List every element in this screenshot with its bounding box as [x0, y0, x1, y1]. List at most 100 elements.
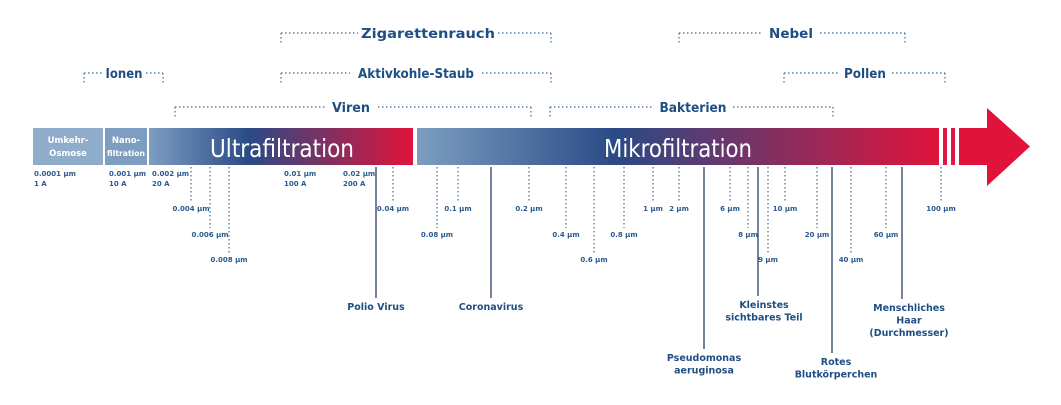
tick-label: 100 A	[284, 180, 307, 188]
size-tick: 0.6 μm	[580, 167, 608, 264]
size-tick: 60 μm	[874, 167, 899, 239]
particle-callout: Pseudomonas aeruginosa	[667, 167, 742, 377]
tick-label: 0.008 μm	[210, 256, 247, 264]
size-tick: 0.2 μm	[515, 167, 543, 213]
callout-label: aeruginosa	[674, 366, 734, 377]
size-tick: 100 μm	[926, 167, 956, 213]
size-tick: 0.4 μm	[552, 167, 580, 239]
size-tick: 8 μm	[738, 167, 758, 239]
tick-label: 0.004 μm	[172, 205, 209, 213]
tick-label: 0.1 μm	[444, 205, 471, 213]
particle-callout: Polio Virus	[347, 167, 405, 313]
callout-label: Rotes	[821, 357, 852, 368]
size-tick: 40 μm	[839, 167, 864, 264]
callout-label: Menschliches	[873, 303, 945, 314]
tick-label: 1 μm	[643, 205, 663, 213]
tick-label: 9 μm	[758, 256, 778, 264]
range-bracket: Ionen	[83, 66, 164, 85]
tick-label: 6 μm	[720, 205, 740, 213]
tick-label: 10 μm	[773, 205, 798, 213]
callout-label: (Durchmesser)	[869, 328, 948, 339]
size-tick: 0.008 μm	[210, 167, 248, 264]
tick-label: 0.0001 μm	[34, 170, 76, 178]
bar-ultrafiltration	[149, 128, 413, 165]
bar-umkehr-osmose	[33, 128, 103, 165]
size-tick: 1 μm	[643, 167, 663, 213]
size-tick: 0.8 μm	[610, 167, 638, 239]
callout-label: Pseudomonas	[667, 353, 742, 364]
range-bracket: Pollen	[783, 66, 946, 85]
size-tick: 0.006 μm	[191, 167, 229, 239]
size-tick: 6 μm	[720, 167, 740, 213]
particle-callout: Kleinstes sichtbares Teil	[725, 167, 803, 324]
tick-label: 0.006 μm	[191, 231, 228, 239]
tick-label: 20 μm	[805, 231, 830, 239]
tick-label: 40 μm	[839, 256, 864, 264]
tick-label: 0.4 μm	[552, 231, 579, 239]
tick-label: 10 A	[109, 180, 127, 188]
tick-label: 100 μm	[926, 205, 956, 213]
bar-stripe	[959, 128, 987, 165]
range-label: Bakterien	[660, 100, 727, 116]
size-tick: 0.01 μm 100 A	[284, 170, 316, 188]
tick-label: 0.6 μm	[580, 256, 607, 264]
callout-label: Haar	[896, 316, 922, 327]
size-tick: 20 μm	[805, 167, 830, 239]
size-tick: 0.02 μm 200 A	[343, 170, 375, 188]
callout-label: Polio Virus	[347, 302, 405, 313]
tick-label: 0.001 μm	[109, 170, 146, 178]
bar-arrow-head	[987, 108, 1030, 186]
callout-label: sichtbares Teil	[725, 313, 802, 324]
callout-label: Blutkörperchen	[795, 370, 878, 381]
size-tick: 9 μm	[758, 167, 778, 264]
particle-callout: Coronavirus	[459, 167, 524, 313]
range-bracket: Bakterien	[549, 100, 834, 119]
size-tick: 2 μm	[669, 167, 689, 213]
range-label: Aktivkohle-Staub	[358, 66, 474, 82]
bar-stripe	[943, 128, 947, 165]
tick-label: 0.002 μm	[152, 170, 189, 178]
segment-ultrafiltration: Ultrafiltration	[210, 134, 354, 163]
range-bracket: Aktivkohle-Staub	[280, 66, 552, 85]
size-tick: 0.001 μm 10 A	[109, 170, 146, 188]
size-tick: 0.1 μm	[444, 167, 472, 213]
callout-label: Coronavirus	[459, 302, 524, 313]
size-tick: 0.08 μm	[421, 167, 453, 239]
tick-label: 0.2 μm	[515, 205, 542, 213]
tick-label: 1 A	[34, 180, 47, 188]
range-bracket: Nebel	[678, 26, 906, 45]
bar-mikrofiltration	[417, 128, 939, 165]
size-tick: 0.004 μm	[172, 167, 210, 213]
segment-umkehr-line1: Umkehr-	[48, 136, 89, 146]
range-label: Viren	[332, 100, 370, 116]
range-label: Zigarettenrauch	[361, 26, 495, 42]
size-tick: 0.0001 μm 1 A	[34, 170, 76, 188]
tick-label: 60 μm	[874, 231, 899, 239]
tick-label: 2 μm	[669, 205, 689, 213]
range-label: Pollen	[844, 66, 886, 82]
tick-label: 0.8 μm	[610, 231, 637, 239]
tick-label: 0.08 μm	[421, 231, 453, 239]
tick-label: 20 A	[152, 180, 170, 188]
segment-nano-line2: filtration	[107, 149, 145, 158]
filtration-scale-bar: Umkehr- Osmose Nano- filtration Ultrafil…	[33, 108, 1030, 186]
size-ticks: 0.0001 μm 1 A 0.001 μm 10 A 0.002 μm 20 A 0.00…	[34, 167, 956, 264]
range-label: Ionen	[106, 66, 143, 82]
bar-nanofiltration	[105, 128, 147, 165]
tick-label: 0.04 μm	[377, 205, 409, 213]
bar-stripe	[951, 128, 955, 165]
tick-label: 0.01 μm	[284, 170, 316, 178]
tick-label: 0.02 μm	[343, 170, 375, 178]
size-tick: 0.04 μm	[377, 167, 409, 213]
tick-label: 200 A	[343, 180, 366, 188]
segment-umkehr-line2: Osmose	[49, 149, 87, 159]
range-label: Nebel	[769, 26, 813, 42]
callout-label: Kleinstes	[739, 300, 789, 311]
size-tick: 10 μm	[773, 167, 798, 213]
range-bracket: Zigarettenrauch	[280, 26, 552, 45]
